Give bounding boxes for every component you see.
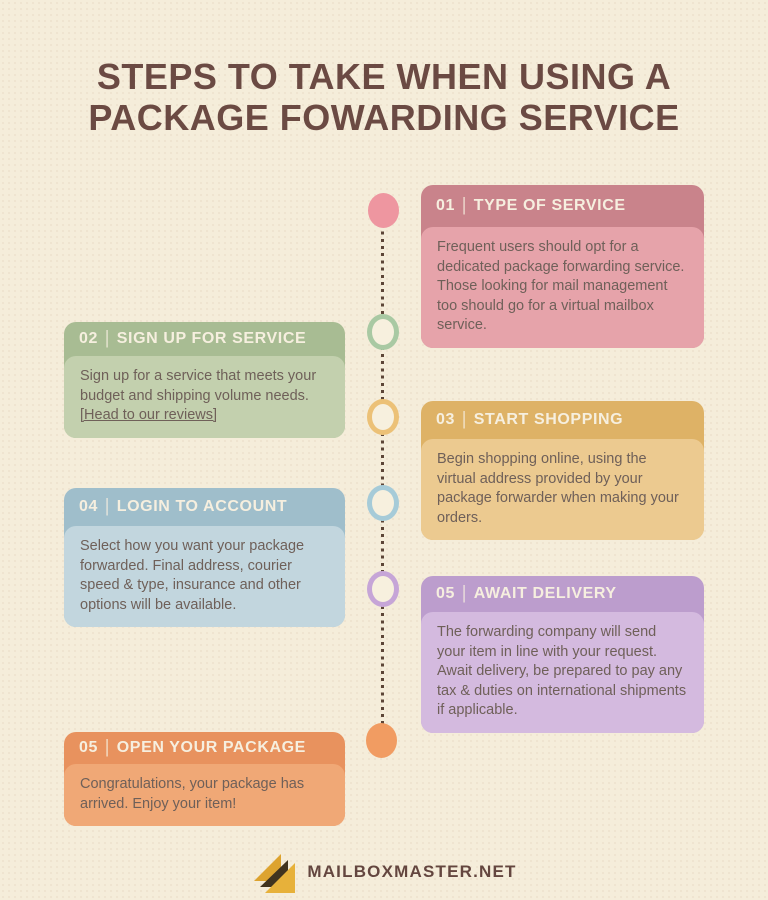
step-card-sign-up-for-service: 02 | SIGN UP FOR SERVICE Sign up for a s… bbox=[64, 322, 345, 438]
step-card-open-your-package: 05 | OPEN YOUR PACKAGE Congratulations, … bbox=[64, 732, 345, 826]
pipe-separator: | bbox=[105, 496, 110, 517]
step-number: 02 bbox=[79, 330, 98, 347]
step-card-body: Congratulations, your package has arrive… bbox=[64, 764, 345, 826]
step-card-header: 02 | SIGN UP FOR SERVICE bbox=[64, 322, 345, 356]
step-card-body: The forwarding company will send your it… bbox=[421, 612, 704, 733]
step-card-body: Frequent users should opt for a dedicate… bbox=[421, 227, 704, 348]
step-card-header: 05 | AWAIT DELIVERY bbox=[421, 576, 704, 612]
step-heading: SIGN UP FOR SERVICE bbox=[116, 330, 307, 347]
step-card-body: Begin shopping online, using the virtual… bbox=[421, 439, 704, 540]
step-card-await-delivery: 05 | AWAIT DELIVERY The forwarding compa… bbox=[421, 576, 704, 733]
pipe-separator: | bbox=[105, 328, 110, 349]
step-card-body: Sign up for a service that meets your bu… bbox=[64, 356, 345, 438]
logo-triangle-front bbox=[265, 863, 296, 893]
timeline-marker-step-2 bbox=[367, 314, 399, 350]
step-card-header: 03 | START SHOPPING bbox=[421, 401, 704, 439]
site-name: MAILBOXMASTER.NET bbox=[307, 862, 517, 881]
reviews-link[interactable]: [Head to our reviews] bbox=[80, 407, 218, 423]
timeline-dotted-line bbox=[381, 210, 384, 741]
step-number: 04 bbox=[79, 498, 98, 515]
step-heading: START SHOPPING bbox=[473, 411, 624, 428]
step-card-start-shopping: 03 | START SHOPPING Begin shopping onlin… bbox=[421, 401, 704, 540]
timeline-marker-step-3 bbox=[367, 399, 399, 435]
title-line-1: STEPS TO TAKE WHEN USING A bbox=[96, 56, 672, 97]
pipe-separator: | bbox=[105, 737, 110, 758]
step-card-login-to-account: 04 | LOGIN TO ACCOUNT Select how you wan… bbox=[64, 488, 345, 627]
pipe-separator: | bbox=[462, 409, 467, 430]
step-card-type-of-service: 01 | TYPE OF SERVICE Frequent users shou… bbox=[421, 185, 704, 348]
step-body-text: The forwarding company will send your it… bbox=[437, 624, 687, 718]
pipe-separator: | bbox=[462, 195, 467, 216]
step-card-header: 05 | OPEN YOUR PACKAGE bbox=[64, 732, 345, 764]
poster-title: STEPS TO TAKE WHEN USING A PACKAGE FOWAR… bbox=[0, 56, 768, 138]
title-line-2: PACKAGE FOWARDING SERVICE bbox=[88, 97, 680, 138]
step-number: 01 bbox=[436, 197, 455, 214]
step-body-text: Sign up for a service that meets your bu… bbox=[80, 368, 317, 404]
step-card-body: Select how you want your package forward… bbox=[64, 526, 345, 627]
step-heading: TYPE OF SERVICE bbox=[473, 197, 626, 214]
timeline-marker-step-6 bbox=[366, 723, 397, 758]
timeline-marker-step-4 bbox=[367, 485, 399, 521]
step-body-text: Frequent users should opt for a dedicate… bbox=[437, 239, 685, 333]
step-body-text: Select how you want your package forward… bbox=[80, 538, 305, 613]
step-number: 03 bbox=[436, 411, 455, 428]
mailboxmaster-logo-icon bbox=[254, 854, 296, 893]
footer: MAILBOXMASTER.NET bbox=[0, 850, 768, 894]
step-heading: LOGIN TO ACCOUNT bbox=[116, 498, 288, 515]
pipe-separator: | bbox=[462, 583, 467, 604]
step-heading: AWAIT DELIVERY bbox=[473, 585, 617, 602]
timeline-marker-step-5 bbox=[367, 571, 399, 607]
step-heading: OPEN YOUR PACKAGE bbox=[116, 739, 306, 756]
step-card-header: 01 | TYPE OF SERVICE bbox=[421, 185, 704, 227]
step-card-header: 04 | LOGIN TO ACCOUNT bbox=[64, 488, 345, 526]
step-body-text: Congratulations, your package has arrive… bbox=[80, 776, 305, 812]
step-number: 05 bbox=[79, 739, 98, 756]
step-body-text: Begin shopping online, using the virtual… bbox=[437, 451, 679, 526]
step-number: 05 bbox=[436, 585, 455, 602]
timeline-marker-step-1 bbox=[368, 193, 399, 228]
